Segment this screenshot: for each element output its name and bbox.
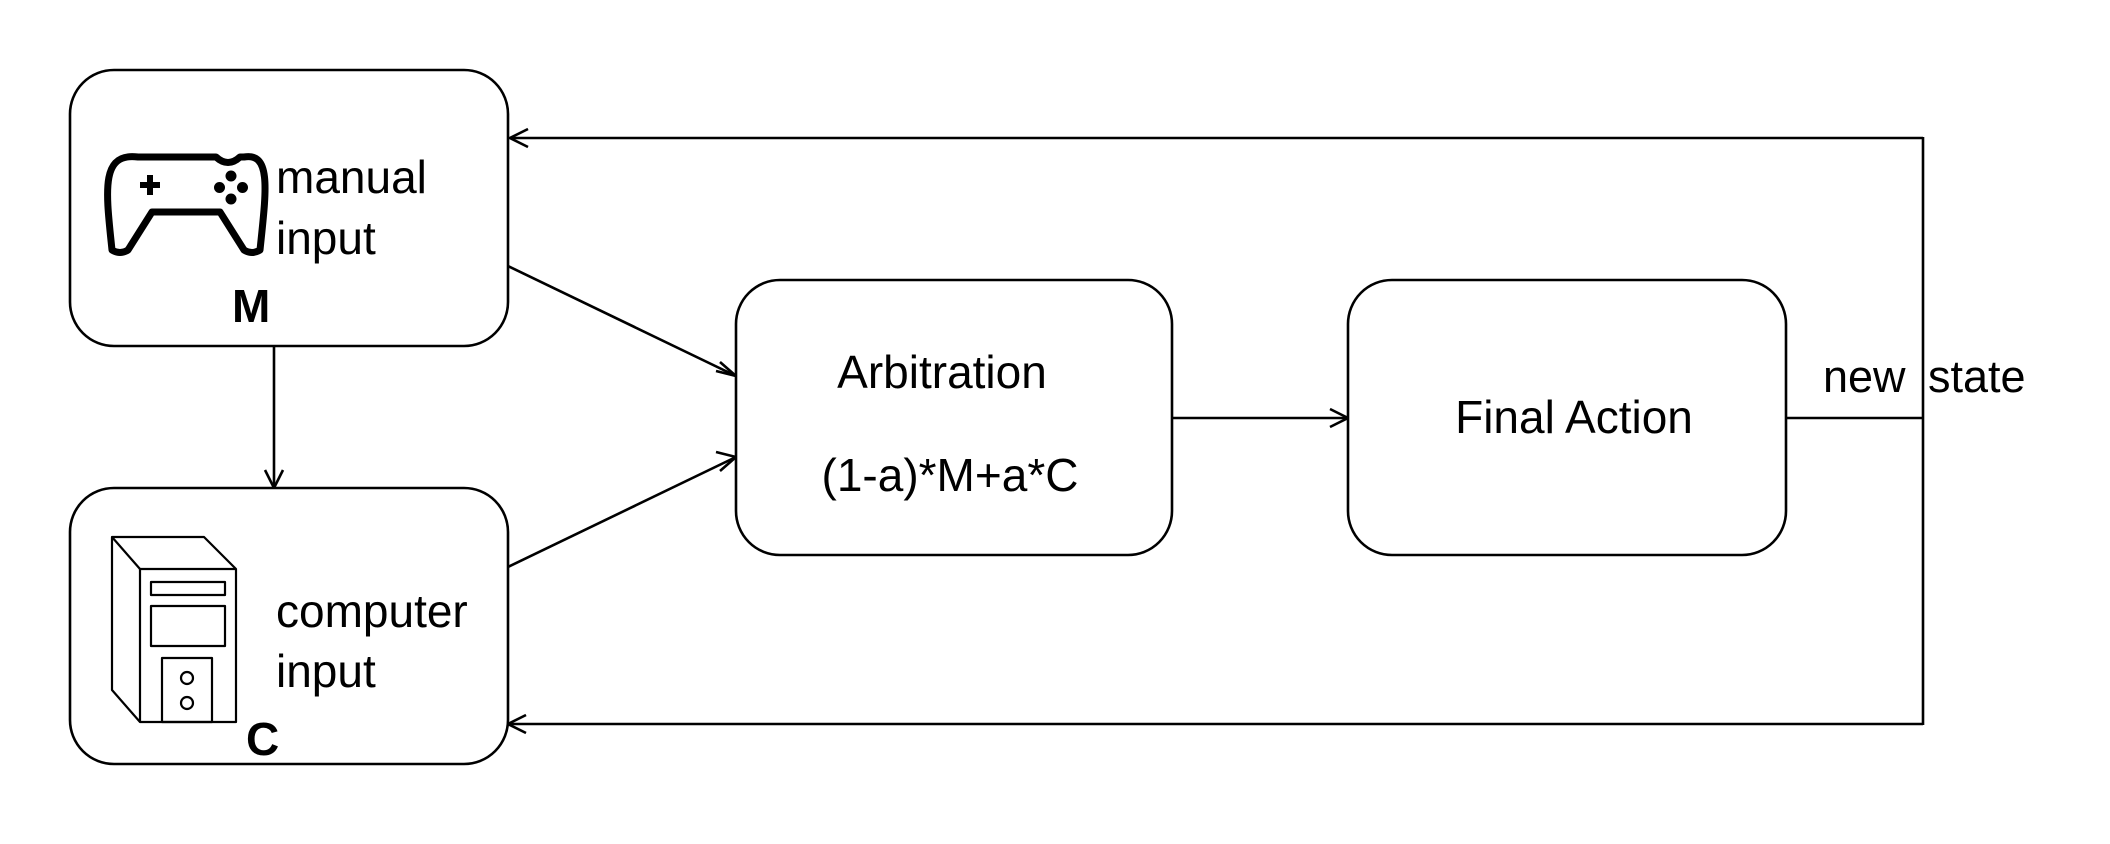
edge-manual-to-arbitration: [507, 264, 737, 378]
final-action-box: [1346, 278, 1788, 557]
final-action-node: Final Action: [1346, 278, 1788, 557]
edge-arbitration-to-final-action: [1172, 407, 1351, 429]
arrowhead: [507, 127, 529, 149]
computer-input-node: computer input C: [68, 486, 510, 766]
manual-input-label-line2: input: [276, 212, 376, 264]
manual-input-box: [68, 68, 510, 348]
manual-input-symbol: M: [232, 280, 270, 332]
computer-tower-icon: [110, 535, 238, 724]
arbitration-title: Arbitration: [837, 346, 1047, 398]
computer-input-label-line2: input: [276, 645, 376, 697]
edge-manual-to-computer: [263, 346, 285, 491]
gamepad-icon: [104, 153, 269, 256]
feedback-label-state: state: [1928, 351, 2026, 402]
edge-feedback-to-computer: [505, 713, 1923, 735]
arbitration-formula: (1-a)*M+a*C: [822, 449, 1079, 501]
arbitration-box: [734, 278, 1174, 557]
edge-computer-to-arbitration: [507, 450, 739, 569]
feedback-label-new: new: [1823, 351, 1906, 402]
computer-input-label-line1: computer: [276, 585, 468, 637]
computer-input-box: [68, 486, 510, 766]
manual-input-label-line1: manual: [276, 151, 427, 203]
arbitration-node: Arbitration (1-a)*M+a*C: [734, 278, 1174, 557]
manual-input-node: manual input M: [68, 68, 510, 348]
computer-input-symbol: C: [246, 713, 279, 765]
final-action-title: Final Action: [1455, 391, 1693, 443]
edge-feedback-to-manual: [507, 127, 1923, 149]
